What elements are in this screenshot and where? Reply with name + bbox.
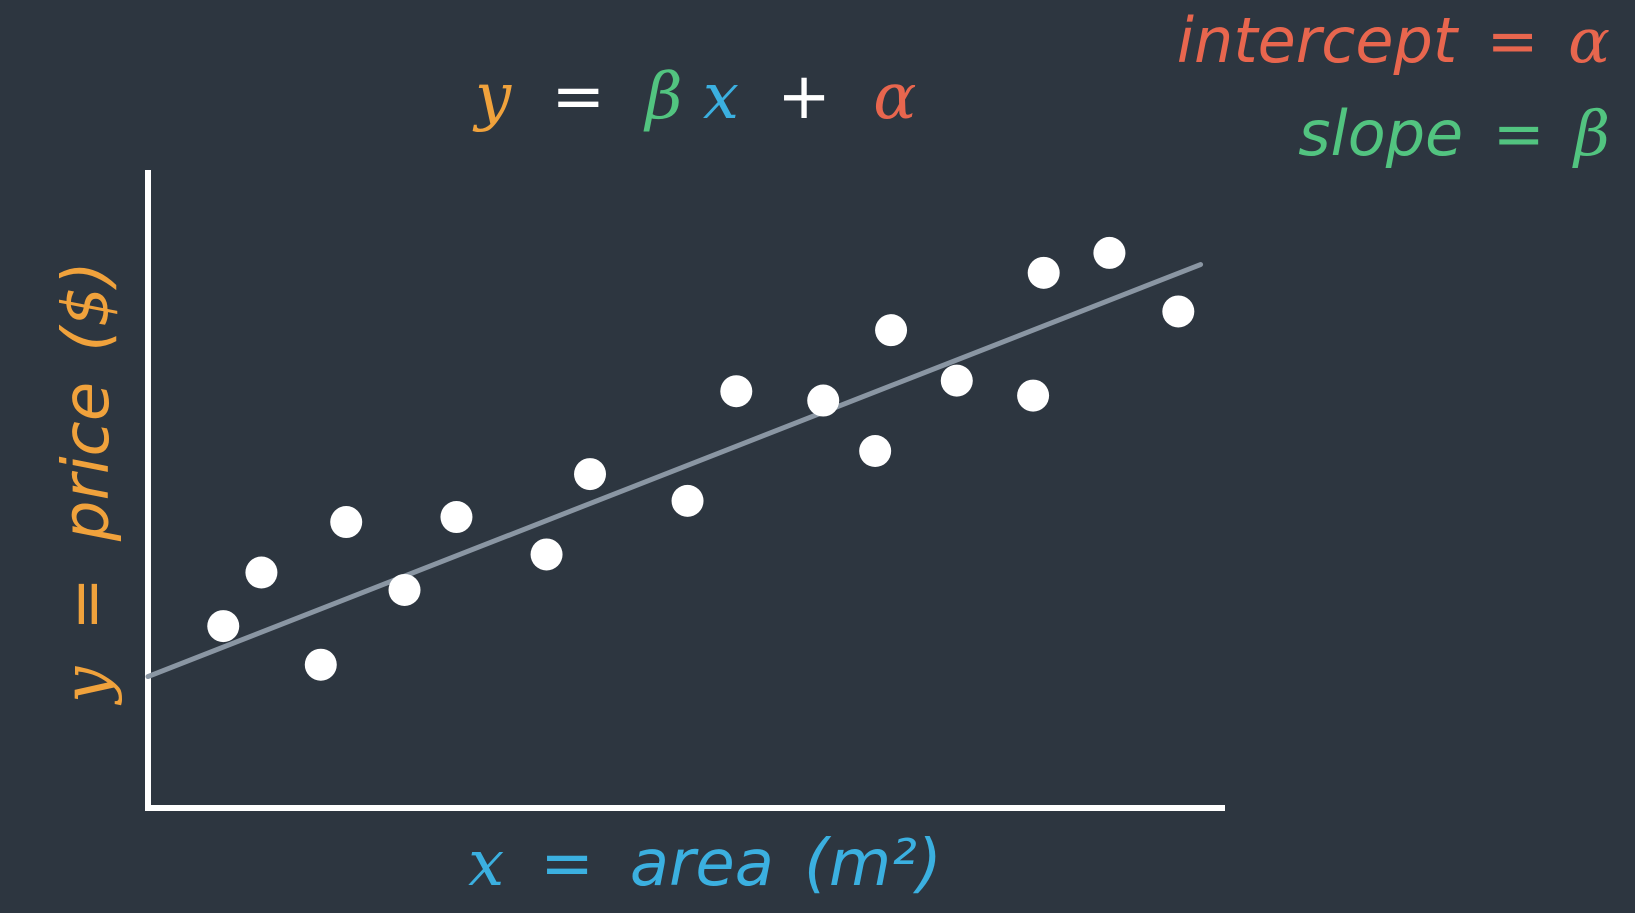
data-point-18 [1162, 295, 1195, 328]
equation-alpha: α [873, 60, 916, 134]
data-point-9 [671, 484, 704, 517]
data-point-7 [530, 538, 563, 571]
data-point-15 [1017, 379, 1050, 412]
data-point-13 [875, 314, 908, 347]
y-axis-label-name: price [50, 382, 124, 542]
data-point-3 [304, 648, 337, 681]
legend-slope-equals: = [1493, 97, 1545, 170]
data-point-10 [720, 375, 753, 408]
data-point-6 [440, 501, 473, 534]
regression-equation: y = β x + α [472, 60, 916, 134]
legend-intercept-word: intercept [1177, 4, 1460, 77]
y-axis-label-equals: = [50, 577, 124, 631]
x-axis-label-name: area [630, 827, 774, 901]
y-axis-label-unit: ($) [50, 261, 124, 352]
data-points [207, 236, 1195, 681]
data-point-17 [1093, 236, 1126, 269]
legend-slope-symbol: β [1572, 97, 1610, 170]
equation-beta: β [643, 60, 682, 134]
data-point-4 [330, 506, 363, 539]
data-point-8 [574, 458, 607, 491]
regression-fit-line [145, 262, 1204, 680]
legend-slope-word: slope [1298, 97, 1463, 170]
y-axis-label-var: y [50, 666, 124, 706]
equation-plus: + [777, 60, 831, 134]
equation-equals: = [552, 60, 606, 134]
y-axis-label: y = price ($) [50, 261, 124, 706]
x-axis-label-equals: = [540, 827, 594, 901]
legend-slope: slope = β [1298, 97, 1610, 170]
data-point-5 [388, 573, 421, 606]
x-axis-label: x = area (m²) [468, 827, 942, 901]
legend-intercept: intercept = α [1177, 4, 1610, 77]
x-axis-label-var: x [468, 827, 504, 901]
x-axis-label-unit: (m²) [804, 827, 942, 901]
equation-y: y [472, 60, 512, 134]
data-point-2 [245, 556, 278, 589]
legend-intercept-symbol: α [1568, 4, 1610, 77]
data-point-11 [807, 384, 840, 417]
data-point-16 [1027, 256, 1060, 289]
data-point-14 [940, 364, 973, 397]
equation-x: x [703, 60, 739, 134]
data-point-12 [859, 435, 892, 468]
legend-intercept-equals: = [1487, 4, 1539, 77]
data-point-1 [207, 610, 240, 643]
